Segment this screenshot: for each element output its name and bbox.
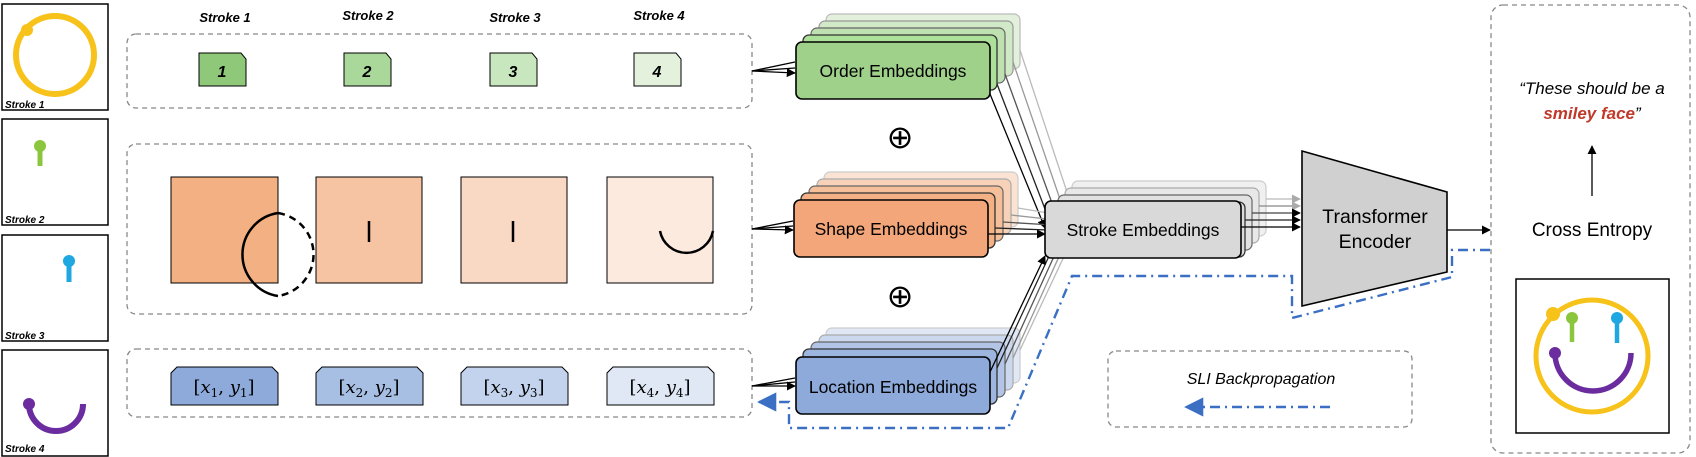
svg-text:4: 4 xyxy=(652,64,662,81)
legend-box xyxy=(1107,350,1413,428)
stroke-headers: Stroke 1 Stroke 2 Stroke 3 Stroke 4 xyxy=(199,8,685,25)
order-embeddings-label: Order Embeddings xyxy=(820,61,967,81)
order-tag-2: 2 xyxy=(343,52,392,87)
stroke-embeddings-box xyxy=(1044,200,1242,259)
row-arrows xyxy=(751,61,796,391)
shape-tile-3 xyxy=(460,176,568,284)
order-embeddings-stack: Order Embeddings xyxy=(795,13,1021,100)
smiley-face-image xyxy=(1515,278,1670,434)
location-tag-4: [x4, y4] xyxy=(606,366,715,406)
location-embeddings-stack: Location Embeddings xyxy=(795,327,1021,415)
transformer-encoder: Transformer Encoder xyxy=(1301,149,1448,308)
backprop-path xyxy=(757,248,1490,430)
caption-highlight: smiley face xyxy=(1543,104,1635,123)
location-embeddings-label: Location Embeddings xyxy=(809,377,978,397)
plus-symbol: ⊕ xyxy=(887,278,914,314)
thumbnail-stroke-1: Stroke 1 xyxy=(1,3,109,111)
shape-tile-4 xyxy=(606,176,715,284)
cross-entropy-label: Cross Entropy xyxy=(1532,220,1653,241)
merge-arrows xyxy=(988,49,1069,373)
svg-text:[x4, y4]: [x4, y4] xyxy=(629,377,690,400)
shape-embeddings-box xyxy=(793,199,989,258)
location-tag-3: [x3, y3] xyxy=(460,366,569,406)
plus-symbol: ⊕ xyxy=(887,119,914,155)
stroke-to-encoder-arrows xyxy=(1241,194,1301,232)
caption-end: ” xyxy=(1635,104,1642,123)
caption-line1: “These should be a xyxy=(1519,79,1665,98)
caption: “These should be a smiley face” xyxy=(1519,79,1665,123)
order-tag-4: 4 xyxy=(633,52,682,87)
stroke-header: Stroke 4 xyxy=(633,8,685,23)
output-panel xyxy=(1490,4,1691,454)
thumbnail-label: Stroke 3 xyxy=(5,331,45,342)
location-tag-2: [x2, y2] xyxy=(315,366,424,406)
shape-embeddings-label: Shape Embeddings xyxy=(815,219,968,239)
svg-text:1: 1 xyxy=(218,64,227,81)
thumbnail-label: Stroke 2 xyxy=(5,215,45,226)
order-tag-1: 1 xyxy=(198,52,247,87)
shape-tiles xyxy=(170,176,715,298)
stroke-embeddings-label: Stroke Embeddings xyxy=(1067,220,1220,240)
svg-text:3: 3 xyxy=(509,64,518,81)
thumbnail-stroke-4: Stroke 4 xyxy=(1,349,109,457)
encoder-label-line1: Transformer xyxy=(1322,206,1428,228)
order-tag-3: 3 xyxy=(489,52,538,87)
order-tags: 1 2 3 4 xyxy=(198,52,682,87)
svg-text:2: 2 xyxy=(362,64,372,81)
stroke-embeddings-stack: Stroke Embeddings xyxy=(1044,180,1267,259)
shape-embeddings-stack: Shape Embeddings xyxy=(793,171,1019,258)
thumbnail-stroke-2: Stroke 2 xyxy=(1,118,109,226)
legend-label: SLI Backpropagation xyxy=(1187,371,1336,388)
thumbnail-stroke-3: Stroke 3 xyxy=(1,234,109,342)
svg-text:[x3, y3]: [x3, y3] xyxy=(483,377,544,400)
location-tag-1: [x1, y1] xyxy=(170,366,279,406)
location-tags: [x1, y1] [x2, y2] [x3, y3] [x4, y4] xyxy=(170,366,715,406)
svg-text:smiley face”: smiley face” xyxy=(1543,104,1642,123)
shape-tile-1 xyxy=(170,176,315,298)
stroke-header: Stroke 1 xyxy=(199,10,250,25)
thumbnail-label: Stroke 4 xyxy=(5,444,45,455)
svg-text:[x2, y2]: [x2, y2] xyxy=(338,377,399,400)
encoder-label-line2: Encoder xyxy=(1339,231,1412,253)
stroke-header: Stroke 3 xyxy=(489,10,541,25)
stroke-header: Stroke 2 xyxy=(342,8,394,23)
thumbnail-label: Stroke 1 xyxy=(5,100,45,111)
svg-text:[x1, y1]: [x1, y1] xyxy=(193,377,254,400)
shape-tile-2 xyxy=(315,176,423,284)
order-embeddings-box xyxy=(795,41,991,100)
location-embeddings-box xyxy=(795,356,991,415)
